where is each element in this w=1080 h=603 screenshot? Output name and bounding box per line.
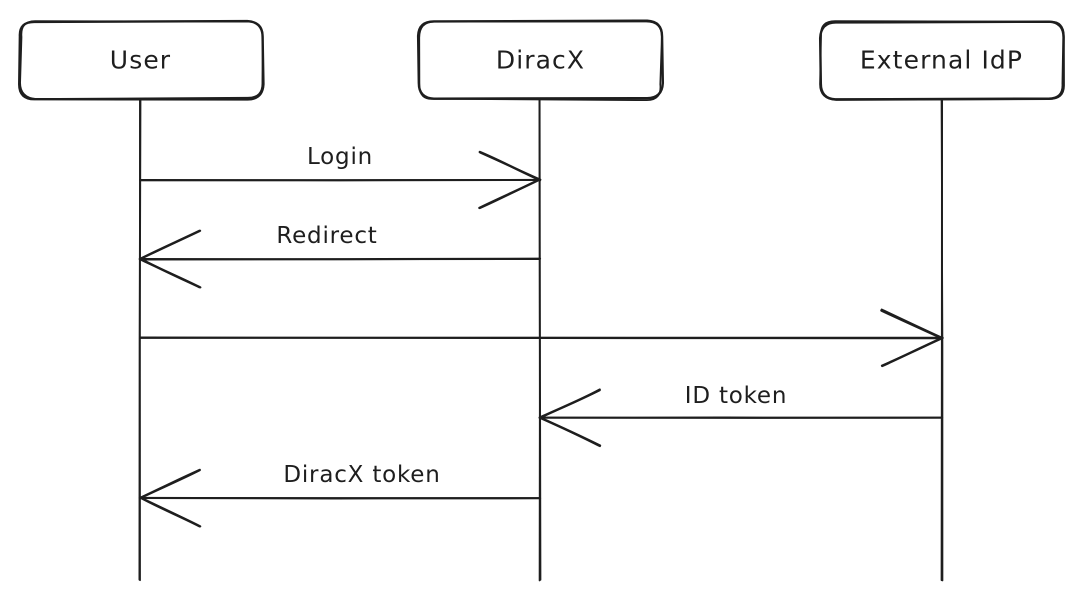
arrowhead-barb-upper-2 [138, 229, 202, 261]
arrowhead-barb-upper-4 [539, 388, 601, 419]
arrowhead-barb-lower-2-stroke [139, 258, 202, 289]
message-line-4 [538, 416, 944, 419]
arrowhead-barb-upper-3 [880, 308, 943, 340]
participant-diracx[interactable]: DiracX [416, 19, 665, 102]
message-1: Login [139, 144, 542, 210]
message-line-5 [138, 496, 542, 500]
arrowhead-barb-upper-5-stroke [139, 468, 201, 499]
participant-box-outline-diracx [418, 20, 663, 102]
arrowhead-2 [138, 229, 202, 289]
arrowhead-barb-lower-1-stroke [479, 178, 541, 209]
arrowhead-barb-lower-2 [138, 257, 202, 289]
arrowhead-4 [538, 388, 602, 448]
message-5: DiracX token [138, 462, 542, 528]
arrowhead-barb-lower-3 [880, 336, 944, 368]
participant-box-fill-diracx [419, 22, 662, 99]
message-2: Redirect [138, 223, 542, 289]
lifeline-diracx [538, 97, 542, 582]
message-line-2 [139, 257, 542, 261]
participant-box-outline-external-idp [819, 20, 1065, 101]
arrowhead-barb-lower-5-stroke [139, 496, 202, 528]
message-3 [139, 308, 944, 368]
lifeline-user [138, 98, 142, 582]
participant-box-fill-user [19, 22, 262, 99]
arrowhead-barb-lower-4 [538, 416, 602, 448]
message-label-4: ID token [685, 383, 788, 409]
arrowhead-barb-lower-4-stroke [538, 416, 601, 448]
arrowhead-1 [478, 150, 542, 210]
lifelines-layer [138, 97, 944, 582]
arrowhead-barb-upper-1 [478, 150, 542, 182]
arrowhead-barb-upper-5 [139, 468, 201, 500]
lifeline-external-idp [940, 97, 944, 582]
arrowhead-barb-upper-2-stroke [138, 229, 202, 261]
message-label-5: DiracX token [283, 462, 440, 488]
participant-user[interactable]: User [18, 19, 265, 101]
participant-external-idp[interactable]: External IdP [818, 20, 1065, 101]
arrowhead-barb-upper-1-stroke [479, 151, 542, 181]
arrowhead-5 [139, 468, 202, 528]
arrowhead-barb-lower-5 [139, 496, 202, 528]
arrowhead-barb-upper-3-stroke [880, 308, 943, 339]
participant-box-outline-user [19, 20, 264, 100]
participant-label-diracx: DiracX [496, 46, 585, 75]
participant-box-fill-external-idp [820, 22, 1063, 99]
message-line-3 [139, 336, 944, 340]
arrowhead-3 [880, 308, 944, 368]
participants-layer: User DiracX External IdP [18, 19, 1065, 102]
lifeline-external-idp-stroke [940, 97, 944, 582]
arrowhead-barb-lower-3-stroke [880, 336, 943, 367]
arrowhead-barb-lower-1 [478, 178, 541, 210]
participant-label-external-idp: External IdP [860, 46, 1023, 75]
message-4: ID token [538, 383, 944, 448]
message-label-2: Redirect [276, 223, 377, 249]
participant-label-user: User [110, 46, 171, 75]
message-label-1: Login [307, 144, 373, 170]
arrowhead-barb-upper-4-stroke [539, 389, 601, 419]
